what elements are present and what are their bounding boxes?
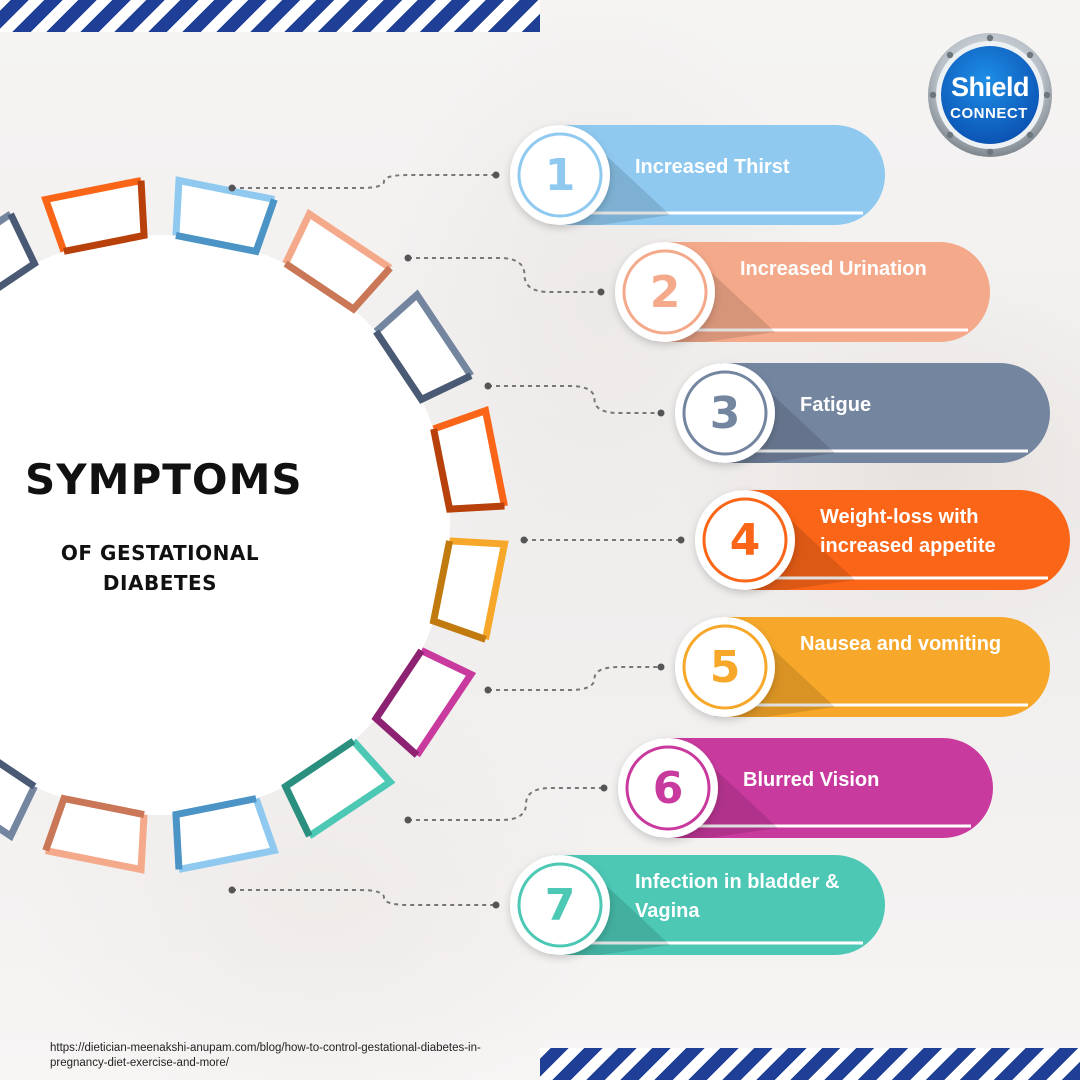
page-title: SYMPTOMS [25,455,303,504]
number-badge [695,490,795,590]
connector-lines [228,171,685,909]
bottom-stripe-band [540,1048,1080,1080]
wheel-segment [41,177,148,255]
wheel-segment [42,794,148,874]
wheel-segment [373,289,474,404]
number-badge [618,738,718,838]
wheel-segment [282,208,393,314]
symptom-label: Increased Urination [740,258,927,280]
connector [404,254,605,296]
symptom-number: 2 [650,267,681,318]
wheel-segment [281,738,396,839]
wheel-segment [0,759,38,842]
symptom-number: 6 [653,763,684,814]
connector [484,382,665,417]
number-badge [615,242,715,342]
wheel-segment [0,211,39,291]
symptom-label: Weight-loss with increased appetite [820,506,996,557]
logo-text-connect: CONNECT [950,105,1028,122]
symptom-number: 1 [545,150,576,201]
connector [484,663,665,694]
number-badge [510,855,610,955]
symptom-list: 1 2 3 4 5 6 7 [510,125,1070,955]
connector [228,886,500,909]
symptom-item: 7 [510,855,885,955]
top-stripe-band [0,0,540,32]
symptom-label: Nausea and vomiting [800,633,1002,655]
symptom-item: 3 [675,363,1050,463]
connector [228,171,500,192]
number-badge [675,617,775,717]
shield-connect-logo [928,33,1052,157]
symptom-item: 2 [615,242,990,342]
wheel-segment [172,176,278,256]
symptom-label: Infection in bladder & Vagina [635,871,840,922]
wheel-segment [371,647,477,758]
symptom-item: 1 [510,125,885,225]
symptom-number: 7 [545,880,576,931]
connector [404,784,608,824]
symptom-item: 4 [695,490,1070,590]
page-subtitle: OF GESTATIONAL DIABETES [60,541,260,595]
wheel-segment [172,795,279,873]
symptom-number: 5 [710,642,741,693]
source-url: https://dietician-meenakshi-anupam.com/b… [50,1042,481,1069]
number-badge [510,125,610,225]
symptom-label: Fatigue [800,394,872,416]
symptom-item: 6 [618,738,993,838]
symptom-label: Increased Thirst [635,156,790,178]
connector [520,536,685,544]
symptom-number: 3 [710,388,741,439]
symptom-item: 5 [675,617,1050,717]
number-badge [675,363,775,463]
wheel-segment [430,406,508,513]
symptom-number: 4 [730,515,761,566]
symptom-wheel [0,176,509,874]
symptom-label: Blurred Vision [743,769,880,791]
logo-text-shield: Shield [950,72,1030,102]
wheel-segment [429,537,509,643]
